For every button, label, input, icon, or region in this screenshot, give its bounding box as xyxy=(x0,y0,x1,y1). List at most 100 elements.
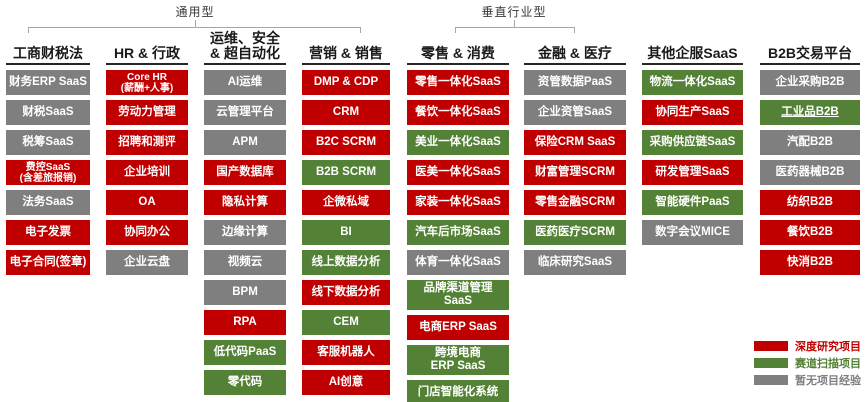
category-box: 数字会议MICE xyxy=(642,220,743,245)
column-3: 运维、安全 & 超自动化 AI运维云管理平台 APM 国产数据库隐私计算边缘计算视频云… xyxy=(204,30,286,395)
bracket-tick-left xyxy=(455,27,456,33)
category-box: 工业品B2B xyxy=(760,100,860,125)
bracket-label-vertical: 垂直行业型 xyxy=(481,5,547,19)
category-box: CRM xyxy=(302,100,390,125)
bracket-tick-right xyxy=(574,27,575,33)
category-box: 研发管理SaaS xyxy=(642,160,743,185)
category-box: 汽车后市场SaaS xyxy=(407,220,509,245)
category-box: 财务ERP SaaS xyxy=(6,70,90,95)
column-1: 工商财税法财务ERP SaaS 财税SaaS 税筹SaaS 费控SaaS (含差旅报销… xyxy=(6,30,90,275)
legend: 深度研究项目赛道扫描项目暂无项目经验 xyxy=(754,340,861,387)
legend-row: 暂无项目经验 xyxy=(754,374,861,387)
category-box: 协同办公 xyxy=(106,220,188,245)
category-box: 税筹SaaS xyxy=(6,130,90,155)
category-box: 边缘计算 xyxy=(204,220,286,245)
category-box: BI xyxy=(302,220,390,245)
category-box: 电子合同(签章) xyxy=(6,250,90,275)
category-box: 医药医疗SCRM xyxy=(524,220,626,245)
category-box: Core HR (薪酬+人事) xyxy=(106,70,188,95)
category-box: 资管数据PaaS xyxy=(524,70,626,95)
bracket-line xyxy=(28,27,361,28)
category-box: 国产数据库 xyxy=(204,160,286,185)
legend-swatch xyxy=(754,374,788,385)
category-box: 医药器械B2B xyxy=(760,160,860,185)
category-box: 体育一体化SaaS xyxy=(407,250,509,275)
category-box: BPM xyxy=(204,280,286,305)
category-box: 协同生产SaaS xyxy=(642,100,743,125)
category-box: 品牌渠道管理 SaaS xyxy=(407,280,509,310)
bracket-tick-center xyxy=(514,20,515,27)
bracket-tick-center xyxy=(195,20,196,27)
column-5: 零售 & 消费零售一体化SaaS 餐饮一体化SaaS 美业一体化SaaS 医美一体化S… xyxy=(407,30,509,402)
category-box: 客服机器人 xyxy=(302,340,390,365)
column-header: 其他企服SaaS xyxy=(642,30,743,65)
bracket-line xyxy=(455,27,575,28)
category-box: 物流一体化SaaS xyxy=(642,70,743,95)
column-header: B2B交易平台 xyxy=(760,30,860,65)
bracket-tick-right xyxy=(360,27,361,33)
column-2: HR & 行政 Core HR (薪酬+人事) 劳动力管理招聘和测评企业培训 OA 协同… xyxy=(106,30,188,275)
legend-label: 深度研究项目 xyxy=(795,340,861,353)
category-box: 跨境电商 ERP SaaS xyxy=(407,345,509,375)
category-box: 采购供应链SaaS xyxy=(642,130,743,155)
column-4: 营销 & 销售 DMP & CDP CRM B2C SCRM B2B SCRM 企微私域 B… xyxy=(302,30,390,395)
category-box: CEM xyxy=(302,310,390,335)
category-box: 纺织B2B xyxy=(760,190,860,215)
column-6: 金融 & 医疗资管数据PaaS 企业资管SaaS 保险CRM SaaS 财富管理SCR… xyxy=(524,30,626,275)
category-box: AI创意 xyxy=(302,370,390,395)
category-box: OA xyxy=(106,190,188,215)
category-box: 餐饮一体化SaaS xyxy=(407,100,509,125)
category-box: 医美一体化SaaS xyxy=(407,160,509,185)
category-box: RPA xyxy=(204,310,286,335)
category-box: 费控SaaS (含差旅报销) xyxy=(6,160,90,185)
column-header: 运维、安全 & 超自动化 xyxy=(204,30,286,65)
category-box: B2B SCRM xyxy=(302,160,390,185)
category-box: 汽配B2B xyxy=(760,130,860,155)
category-box: 家装一体化SaaS xyxy=(407,190,509,215)
legend-swatch xyxy=(754,357,788,368)
category-box: 劳动力管理 xyxy=(106,100,188,125)
category-box: AI运维 xyxy=(204,70,286,95)
category-box: 法务SaaS xyxy=(6,190,90,215)
category-box: 零代码 xyxy=(204,370,286,395)
legend-row: 深度研究项目 xyxy=(754,340,861,353)
category-box: APM xyxy=(204,130,286,155)
category-box: 线上数据分析 xyxy=(302,250,390,275)
category-box: 快消B2B xyxy=(760,250,860,275)
column-header: HR & 行政 xyxy=(106,30,188,65)
category-box: 线下数据分析 xyxy=(302,280,390,305)
category-box: 电子发票 xyxy=(6,220,90,245)
bracket-tick-left xyxy=(28,27,29,33)
category-box: 财税SaaS xyxy=(6,100,90,125)
category-box: 云管理平台 xyxy=(204,100,286,125)
category-box: 餐饮B2B xyxy=(760,220,860,245)
legend-label: 暂无项目经验 xyxy=(795,374,861,387)
column-header: 零售 & 消费 xyxy=(407,30,509,65)
category-box: 低代码PaaS xyxy=(204,340,286,365)
legend-row: 赛道扫描项目 xyxy=(754,357,861,370)
category-box: 隐私计算 xyxy=(204,190,286,215)
category-box: 美业一体化SaaS xyxy=(407,130,509,155)
category-box: DMP & CDP xyxy=(302,70,390,95)
category-box: 财富管理SCRM xyxy=(524,160,626,185)
column-header: 工商财税法 xyxy=(6,30,90,65)
category-box: 零售一体化SaaS xyxy=(407,70,509,95)
category-box: 企微私域 xyxy=(302,190,390,215)
category-box: 招聘和测评 xyxy=(106,130,188,155)
legend-label: 赛道扫描项目 xyxy=(795,357,861,370)
category-box: 门店智能化系统 xyxy=(407,380,509,402)
category-box: 智能硬件PaaS xyxy=(642,190,743,215)
category-box: 视频云 xyxy=(204,250,286,275)
column-7: 其他企服SaaS 物流一体化SaaS 协同生产SaaS 采购供应链SaaS 研发管理Sa… xyxy=(642,30,743,245)
bracket-label-general: 通用型 xyxy=(175,5,215,19)
category-box: 临床研究SaaS xyxy=(524,250,626,275)
legend-swatch xyxy=(754,340,788,351)
category-box: 企业资管SaaS xyxy=(524,100,626,125)
column-header: 金融 & 医疗 xyxy=(524,30,626,65)
category-box: 保险CRM SaaS xyxy=(524,130,626,155)
column-header: 营销 & 销售 xyxy=(302,30,390,65)
category-box: B2C SCRM xyxy=(302,130,390,155)
category-box: 企业培训 xyxy=(106,160,188,185)
